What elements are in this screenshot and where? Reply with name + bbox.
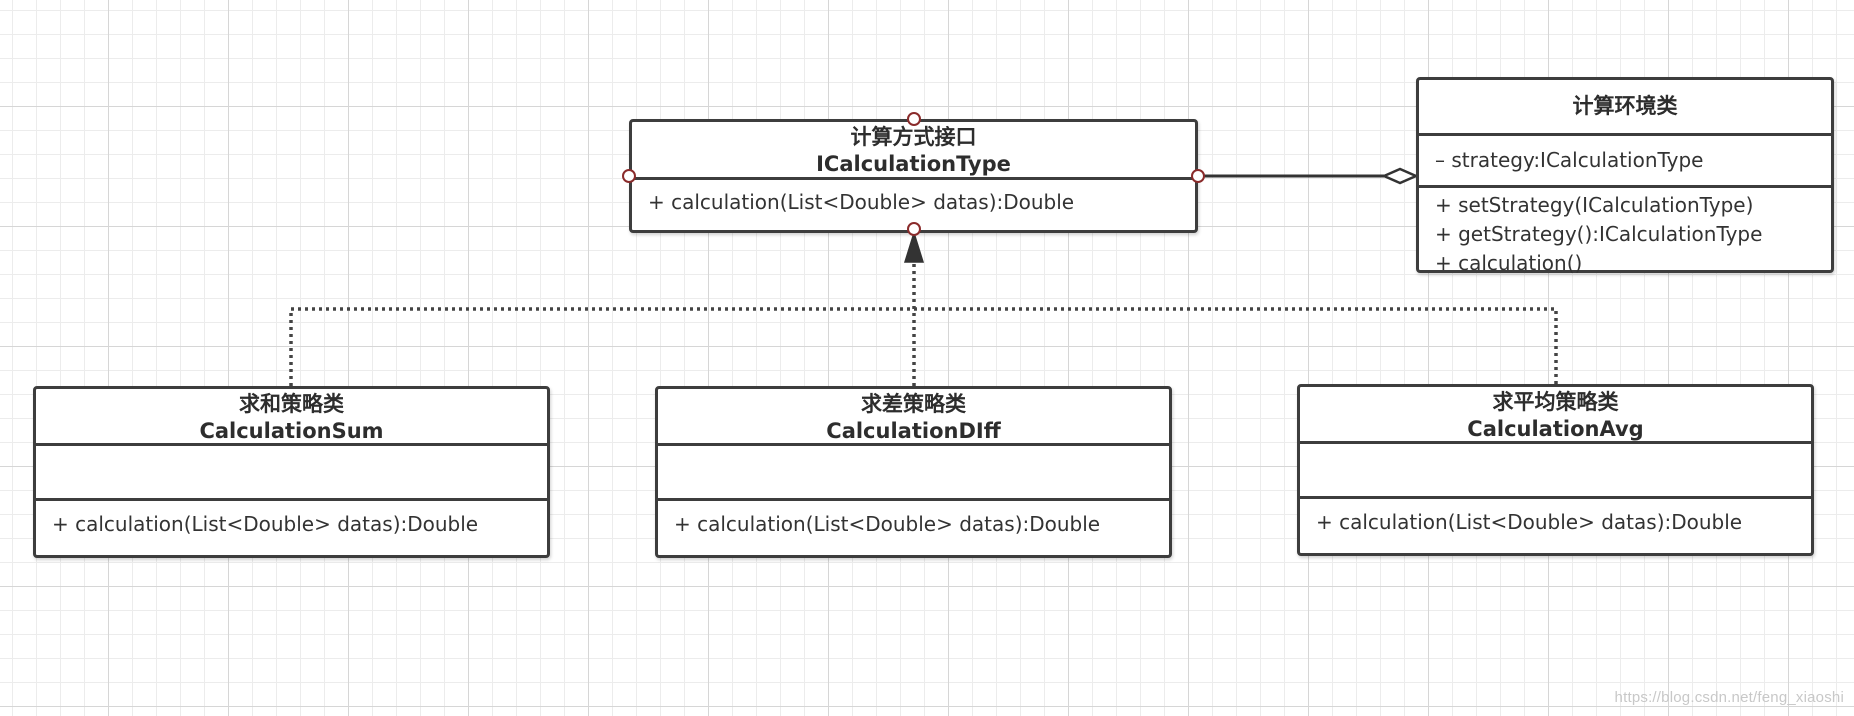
strategy-sum-operation: + calculation(List<Double> datas):Double: [52, 512, 479, 536]
interface-class-box[interactable]: 计算方式接口 ICalculationType + calculation(Li…: [629, 119, 1198, 233]
strategy-sum-class-box[interactable]: 求和策略类 CalculationSum + calculation(List<…: [33, 386, 550, 558]
context-class-title: 计算环境类: [1572, 94, 1678, 118]
context-operation: + getStrategy():ICalculationType: [1435, 222, 1763, 246]
context-class-header: 计算环境类: [1419, 80, 1831, 136]
realization-edges: [289, 262, 1558, 386]
port-left-interface-icon[interactable]: [622, 169, 636, 183]
strategy-diff-title-cn: 求差策略类: [861, 392, 966, 416]
strategy-sum-attributes: [36, 446, 547, 501]
strategy-avg-title-cn: 求平均策略类: [1492, 390, 1619, 414]
strategy-avg-header: 求平均策略类 CalculationAvg: [1300, 387, 1811, 444]
port-bottom-interface-icon[interactable]: [907, 222, 921, 236]
watermark: https://blog.csdn.net/feng_xiaoshi: [1614, 689, 1844, 706]
strategy-sum-header: 求和策略类 CalculationSum: [36, 389, 547, 446]
strategy-avg-operation: + calculation(List<Double> datas):Double: [1316, 510, 1743, 534]
strategy-diff-title-en: CalculationDIff: [826, 419, 1001, 443]
strategy-sum-operations: + calculation(List<Double> datas):Double: [36, 501, 547, 539]
context-class-operations: + setStrategy(ICalculationType) + getStr…: [1419, 188, 1831, 278]
port-right-interface-icon[interactable]: [1191, 169, 1205, 183]
interface-class-header: 计算方式接口 ICalculationType: [632, 122, 1195, 180]
realization-line-avg[interactable]: [914, 307, 1558, 384]
strategy-sum-title-en: CalculationSum: [199, 419, 384, 443]
aggregation-diamond-icon: [1380, 167, 1420, 185]
port-top-interface-icon[interactable]: [907, 112, 921, 126]
strategy-avg-attributes: [1300, 444, 1811, 499]
strategy-avg-class-box[interactable]: 求平均策略类 CalculationAvg + calculation(List…: [1297, 384, 1814, 556]
strategy-diff-operation: + calculation(List<Double> datas):Double: [674, 512, 1101, 536]
context-attribute: – strategy:ICalculationType: [1435, 148, 1704, 172]
context-operation: + setStrategy(ICalculationType): [1435, 193, 1754, 217]
realization-arrowhead-icon: [903, 230, 925, 263]
strategy-diff-operations: + calculation(List<Double> datas):Double: [658, 501, 1169, 539]
interface-class-title-cn: 计算方式接口: [850, 124, 977, 149]
interface-class-operations: + calculation(List<Double> datas):Double: [632, 180, 1195, 217]
interface-class-title-en: ICalculationType: [816, 151, 1011, 176]
context-class-box[interactable]: 计算环境类 – strategy:ICalculationType + setS…: [1416, 77, 1834, 275]
strategy-diff-attributes: [658, 446, 1169, 501]
realization-line-sum[interactable]: [289, 307, 914, 386]
strategy-avg-operations: + calculation(List<Double> datas):Double: [1300, 499, 1811, 537]
strategy-diff-header: 求差策略类 CalculationDIff: [658, 389, 1169, 446]
strategy-sum-title-cn: 求和策略类: [239, 392, 344, 416]
strategy-avg-title-en: CalculationAvg: [1467, 417, 1644, 441]
context-class-attributes: – strategy:ICalculationType: [1419, 136, 1831, 188]
strategy-diff-class-box[interactable]: 求差策略类 CalculationDIff + calculation(List…: [655, 386, 1172, 558]
interface-operation: + calculation(List<Double> datas):Double: [648, 190, 1075, 214]
context-operation: + calculation(): [1435, 251, 1583, 275]
